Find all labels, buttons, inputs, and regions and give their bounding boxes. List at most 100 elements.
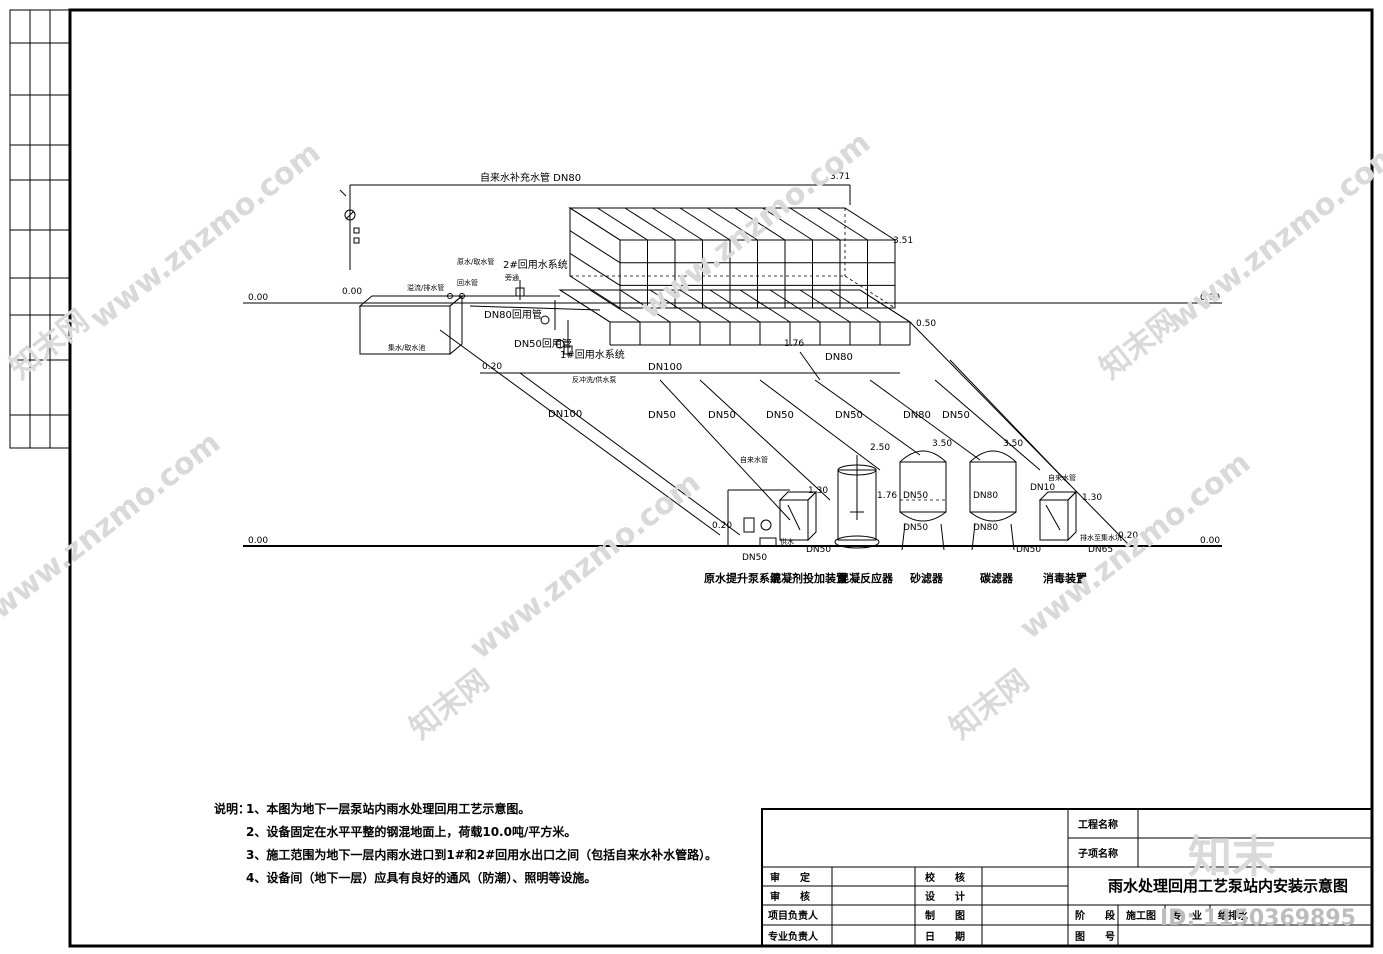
svg-text:自来水管: 自来水管 <box>1048 473 1076 482</box>
svg-text:www.znzmo.com: www.znzmo.com <box>463 465 707 666</box>
svg-text:溢流/排水管: 溢流/排水管 <box>407 283 444 292</box>
svg-text:知末网: 知末网 <box>943 663 1035 746</box>
level-labels: 0.00 0.00 0.00 0.00 0.00 0.20 0.20 0.20 … <box>248 172 1220 546</box>
notes: 说明： 1、本图为地下一层泵站内雨水处理回用工艺示意图。 2、设备固定在水平平整… <box>214 801 717 885</box>
svg-text:DN100: DN100 <box>548 409 582 420</box>
level-label: 1.76 <box>877 491 897 501</box>
svg-text:回水管: 回水管 <box>457 278 478 287</box>
equipment-label: 消毒装置 <box>1043 571 1087 585</box>
grid-line <box>707 207 758 241</box>
svg-text:2#回用水系统: 2#回用水系统 <box>503 258 568 271</box>
pressure-gauge-icon <box>344 209 356 221</box>
svg-text:设 计: 设 计 <box>925 890 965 903</box>
grid-line <box>799 289 851 323</box>
water-tank <box>568 207 897 309</box>
svg-text:反冲洗/供水泵: 反冲洗/供水泵 <box>572 375 616 384</box>
svg-text:排水至集水坑: 排水至集水坑 <box>1080 533 1122 542</box>
carbon-filter: DN80 DN80 <box>969 450 1017 551</box>
grid-line <box>859 289 911 323</box>
level-label: 3.71 <box>830 172 850 182</box>
sand-filter: DN50 DN50 <box>899 450 947 551</box>
svg-text:集水/取水池: 集水/取水池 <box>388 343 425 352</box>
pump-icon <box>540 315 550 325</box>
svg-text:DN50: DN50 <box>648 410 676 421</box>
svg-text:DN50: DN50 <box>1016 545 1041 555</box>
grid-line <box>789 207 841 241</box>
grid-line <box>589 289 641 323</box>
grid-line <box>734 207 786 241</box>
svg-text:审 核: 审 核 <box>770 890 810 903</box>
level-label: 0.00 <box>248 293 268 303</box>
svg-text:DN10: DN10 <box>1030 483 1055 493</box>
grid-line <box>679 207 731 241</box>
svg-text:DN80: DN80 <box>973 491 998 501</box>
svg-text:自来水管: 自来水管 <box>740 455 768 464</box>
coagulant-dosing-device: DN50 <box>778 490 831 555</box>
svg-text:日 期: 日 期 <box>925 930 965 943</box>
outer-frame <box>68 8 1374 948</box>
svg-text:DN80: DN80 <box>825 352 853 363</box>
svg-text:www.znzmo.com: www.znzmo.com <box>83 135 327 336</box>
level-label: 1.30 <box>808 486 828 496</box>
svg-text:DN50: DN50 <box>942 410 970 421</box>
level-label: 0.00 <box>342 287 362 297</box>
svg-text:DN100: DN100 <box>648 362 682 373</box>
svg-text:DN50: DN50 <box>835 410 863 421</box>
equipment-label: 原水提升泵系统 <box>704 571 781 585</box>
svg-text:DN50: DN50 <box>766 410 794 421</box>
svg-text:自来水补充水管 DN80: 自来水补充水管 DN80 <box>480 171 581 184</box>
grid-line <box>817 207 868 241</box>
note-item: 1、本图为地下一层泵站内雨水处理回用工艺示意图。 <box>246 801 530 816</box>
grid-line <box>559 289 611 323</box>
svg-text:DN80: DN80 <box>973 523 998 533</box>
svg-text:制 图: 制 图 <box>925 909 965 922</box>
level-label: 3.50 <box>932 439 952 449</box>
grid-line <box>679 289 731 323</box>
svg-text:DN50: DN50 <box>708 410 736 421</box>
tank-support <box>558 289 912 345</box>
grid-line <box>769 289 821 323</box>
return-pipes: 2#回用水系统 DN80回用管 DN50回用管 1#回用水系统 溢流/排水管 原… <box>407 257 625 384</box>
svg-text:旁通: 旁通 <box>505 273 519 282</box>
svg-text:www.znzmo.com: www.znzmo.com <box>1163 135 1383 336</box>
svg-text:专 业: 专 业 <box>1172 909 1202 922</box>
svg-text:DN50: DN50 <box>742 553 767 563</box>
level-label: 0.20 <box>482 362 502 372</box>
level-label: 0.20 <box>712 521 732 531</box>
grid-line <box>829 289 881 323</box>
grid-line <box>619 289 671 323</box>
svg-text:1#回用水系统: 1#回用水系统 <box>560 348 625 361</box>
pump-icon <box>555 339 565 349</box>
level-label: 0.00 <box>1200 293 1220 303</box>
svg-text:阶 段: 阶 段 <box>1075 909 1115 922</box>
grid-line <box>597 207 648 241</box>
svg-text:DN50: DN50 <box>903 523 928 533</box>
grid-line <box>649 289 701 323</box>
equipment-label: 混凝反应器 <box>838 571 894 585</box>
svg-text:知末网: 知末网 <box>1093 303 1185 386</box>
grid-line <box>569 230 621 264</box>
level-label: 1.30 <box>1082 493 1102 503</box>
grid-line <box>762 207 813 241</box>
level-label: 0.00 <box>1200 536 1220 546</box>
svg-text:知末网: 知末网 <box>403 663 495 746</box>
pump-icon <box>760 519 772 531</box>
svg-text:工程名称: 工程名称 <box>1078 818 1118 831</box>
level-label: 1.76 <box>784 339 804 349</box>
svg-text:供水: 供水 <box>780 537 794 546</box>
svg-text:专业负责人: 专业负责人 <box>768 930 819 943</box>
svg-text:子项名称: 子项名称 <box>1078 847 1118 860</box>
svg-text:审 定: 审 定 <box>770 871 810 884</box>
svg-text:DN50: DN50 <box>903 491 928 501</box>
coagulation-reactor <box>834 455 880 549</box>
binding-strip <box>9 9 71 449</box>
equipment-labels: 原水提升泵系统 混凝剂投加装置 混凝反应器 砂滤器 碳滤器 消毒装置 <box>704 571 1087 585</box>
pipe-size-labels: DN100 DN100 DN80 DN80 DN50 DN50 DN50 DN5… <box>548 352 970 421</box>
watermark-logo: 知末 <box>1188 832 1276 883</box>
collection-pool: 集水/取水池 <box>358 294 464 356</box>
svg-text:项目负责人: 项目负责人 <box>768 909 819 922</box>
title-block <box>761 808 1373 947</box>
level-label: 2.50 <box>870 443 890 453</box>
svg-text:DN65: DN65 <box>1088 545 1113 555</box>
notes-heading: 说明： <box>214 801 250 816</box>
